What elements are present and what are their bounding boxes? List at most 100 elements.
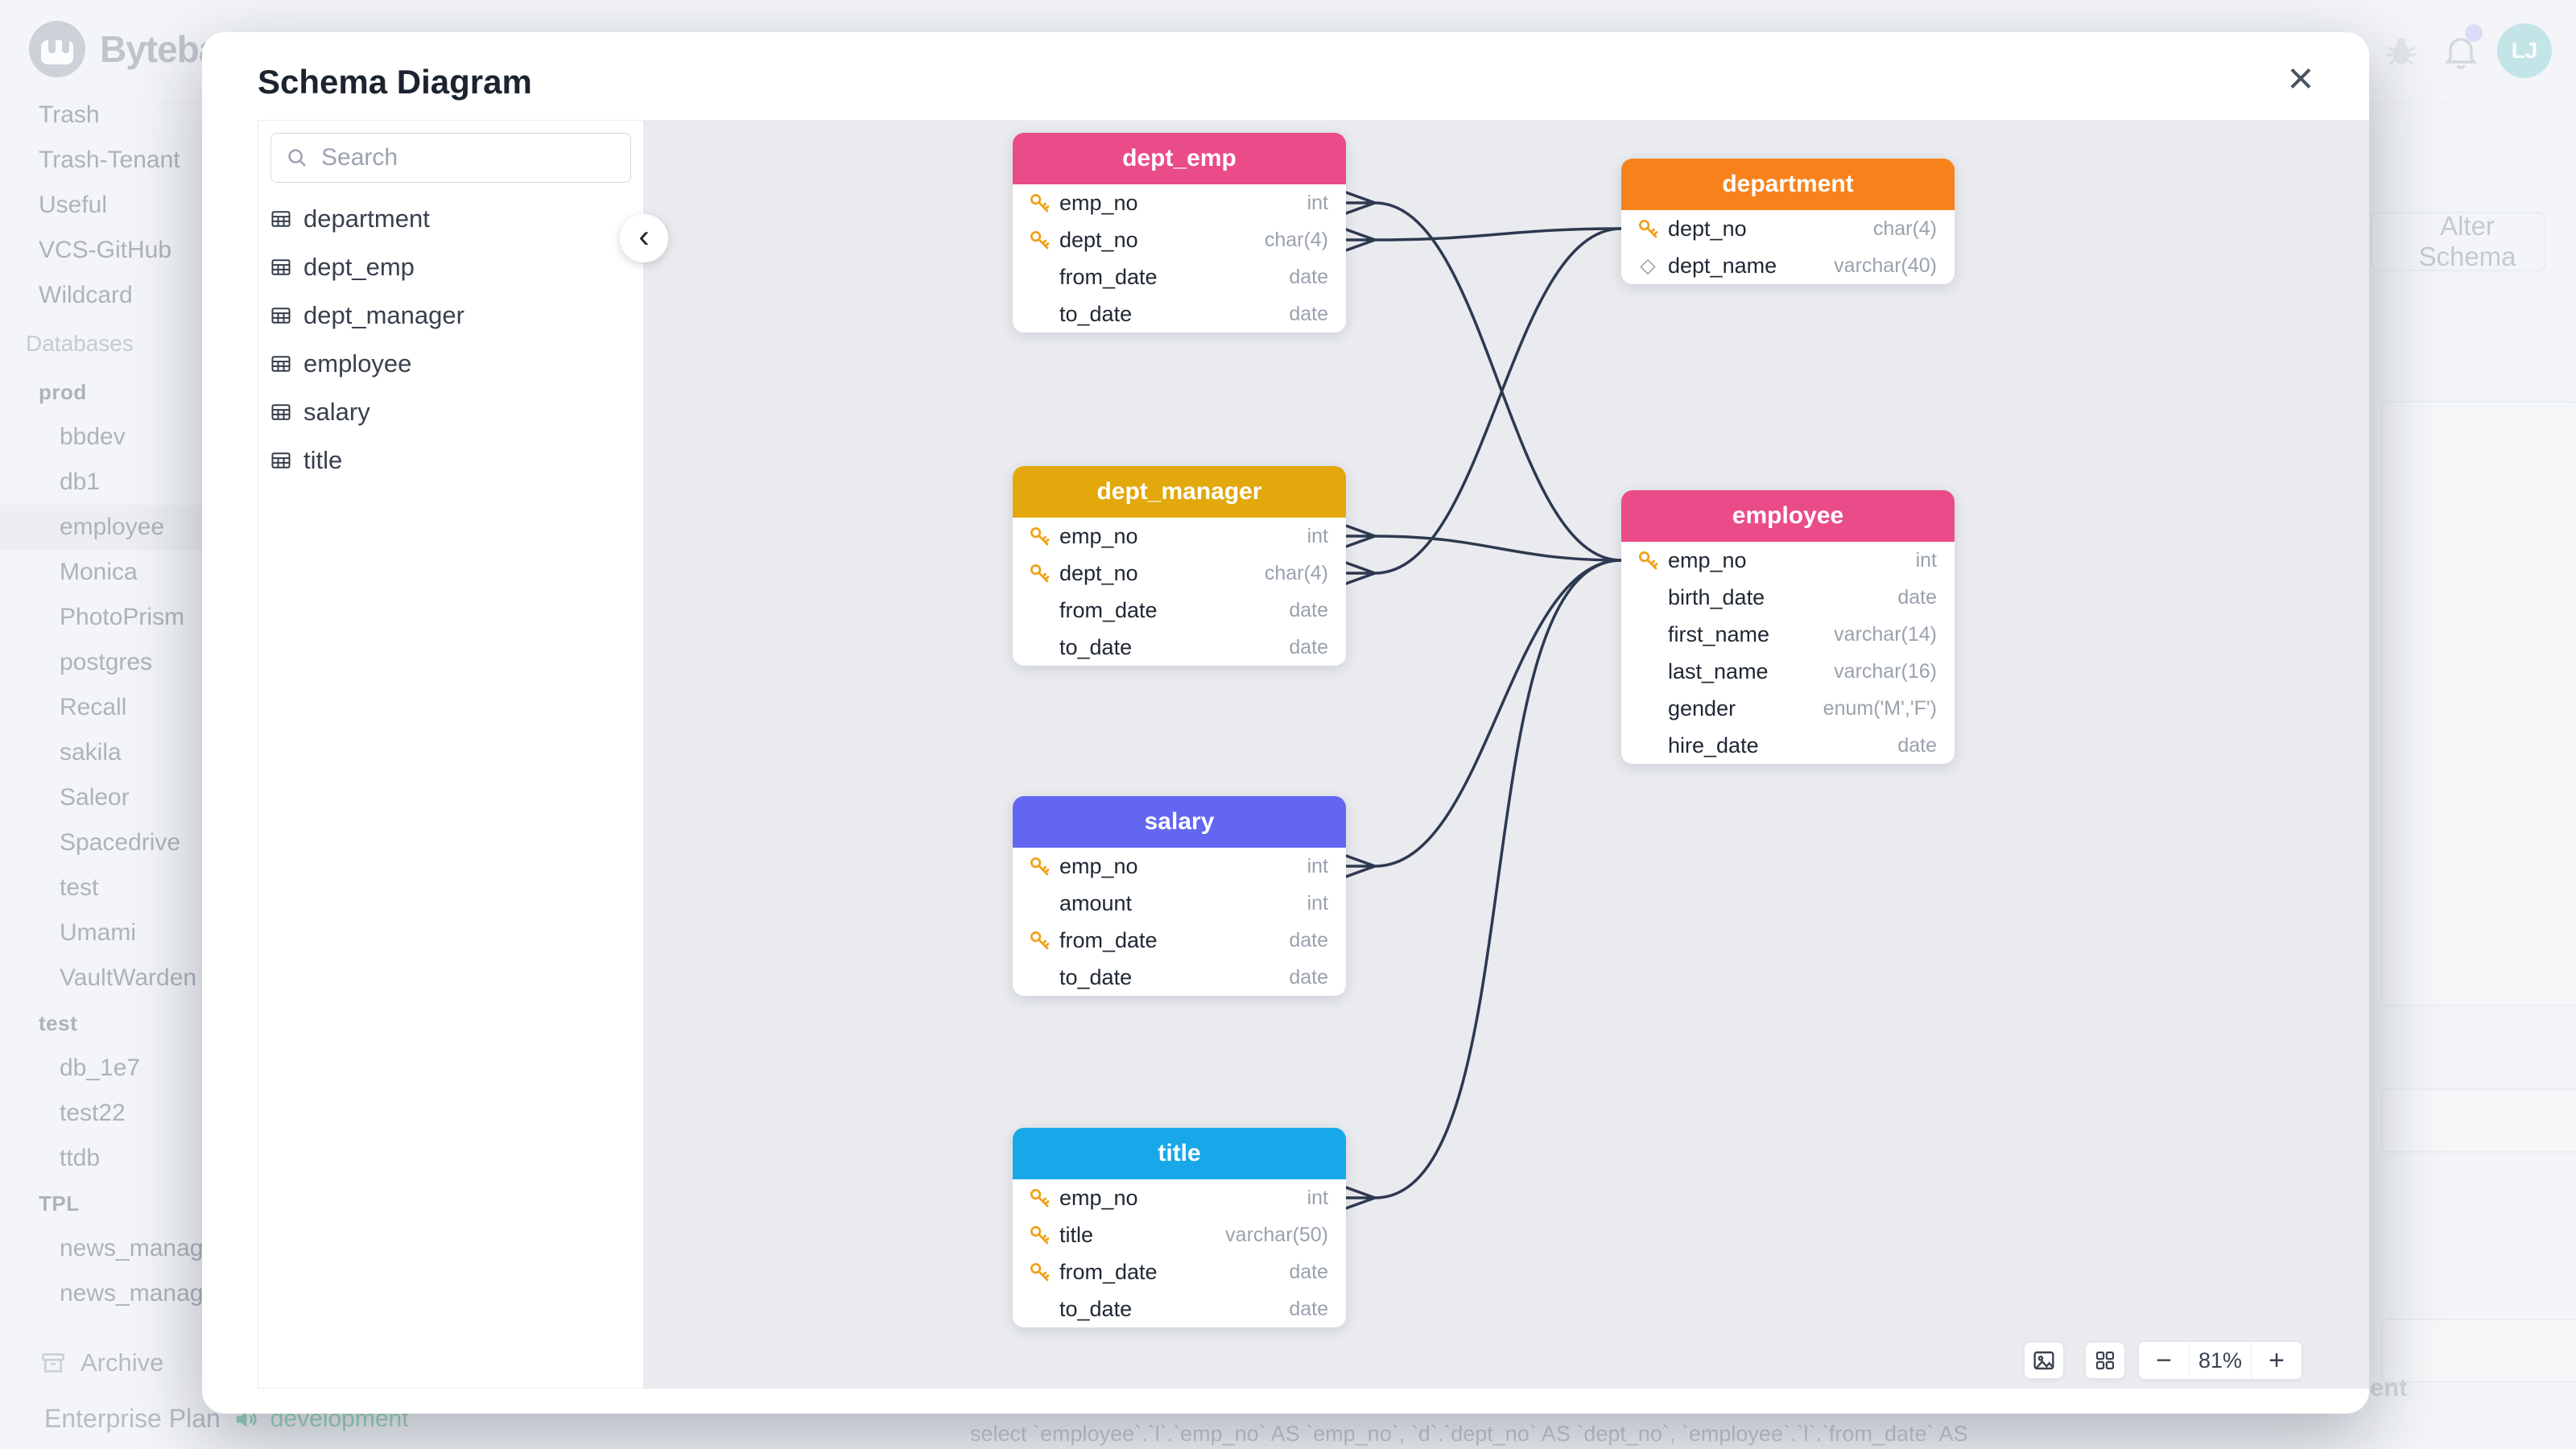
table-icon bbox=[271, 452, 291, 469]
notification-dot bbox=[2465, 24, 2483, 42]
key-icon bbox=[1030, 527, 1050, 546]
background-panel bbox=[2381, 401, 2576, 1006]
schema-table-list-item-department[interactable]: department bbox=[258, 195, 643, 243]
archive-icon bbox=[41, 1353, 65, 1373]
modal-title: Schema Diagram bbox=[258, 63, 532, 101]
field-type: varchar(16) bbox=[1834, 659, 1937, 683]
table-name-label: employee bbox=[303, 349, 412, 378]
field-type: int bbox=[1307, 524, 1328, 547]
field-name: from_date bbox=[1059, 927, 1158, 952]
diagram-field-row: first_name varchar(14) bbox=[1621, 616, 1955, 653]
field-name: last_name bbox=[1668, 658, 1769, 683]
table-icon bbox=[271, 308, 291, 324]
field-type: date bbox=[1897, 733, 1937, 757]
table-list-panel: department dept_emp dept_manager employee sa… bbox=[258, 120, 644, 1389]
diagram-table-header: employee bbox=[1621, 490, 1955, 542]
schema-table-list-item-title[interactable]: title bbox=[258, 436, 643, 485]
fit-view-button[interactable] bbox=[2085, 1342, 2125, 1379]
background-text-fragment: ent bbox=[2370, 1373, 2408, 1402]
field-type: date bbox=[1289, 635, 1328, 658]
field-type: char(4) bbox=[1264, 561, 1328, 584]
key-icon bbox=[1030, 1226, 1050, 1245]
field-name: amount bbox=[1059, 890, 1133, 915]
field-name: dept_name bbox=[1668, 253, 1777, 278]
field-name: emp_no bbox=[1059, 523, 1138, 548]
schema-table-list-item-employee[interactable]: employee bbox=[258, 340, 643, 388]
key-icon bbox=[1634, 548, 1662, 572]
field-type: date bbox=[1289, 302, 1328, 325]
alter-schema-button[interactable]: Alter Schema bbox=[2371, 211, 2546, 271]
field-name: title bbox=[1059, 1222, 1094, 1247]
zoom-out-button[interactable]: − bbox=[2139, 1342, 2189, 1379]
field-name: to_date bbox=[1059, 1296, 1133, 1321]
field-type: int bbox=[1915, 548, 1937, 572]
schema-table-list-item-dept_manager[interactable]: dept_manager bbox=[258, 291, 643, 340]
zoom-level: 81% bbox=[2189, 1342, 2252, 1379]
field-type: date bbox=[1289, 1297, 1328, 1320]
diagram-field-row: last_name varchar(16) bbox=[1621, 653, 1955, 690]
search-icon bbox=[288, 149, 306, 167]
diagram-table-header: dept_emp bbox=[1013, 133, 1346, 184]
diagram-field-row: to_date date bbox=[1013, 959, 1346, 996]
zoom-in-button[interactable]: + bbox=[2252, 1342, 2301, 1379]
schema-table-list-item-dept_emp[interactable]: dept_emp bbox=[258, 243, 643, 291]
schema-table-list: department dept_emp dept_manager employee sa… bbox=[258, 195, 643, 485]
field-type: varchar(14) bbox=[1834, 622, 1937, 646]
field-type: date bbox=[1289, 965, 1328, 989]
user-avatar[interactable]: LJ bbox=[2497, 23, 2552, 78]
key-icon bbox=[1030, 1263, 1050, 1282]
background-panel bbox=[2381, 1088, 2576, 1153]
key-icon bbox=[1026, 928, 1053, 952]
table-name-label: department bbox=[303, 204, 430, 233]
field-name: to_date bbox=[1059, 301, 1133, 326]
field-type: char(4) bbox=[1872, 217, 1937, 240]
bug-report-icon[interactable] bbox=[2381, 31, 2421, 76]
field-name: to_date bbox=[1059, 964, 1133, 989]
field-name: emp_no bbox=[1059, 853, 1138, 878]
field-name: hire_date bbox=[1668, 733, 1759, 758]
field-name: first_name bbox=[1668, 621, 1770, 646]
export-image-button[interactable] bbox=[2024, 1342, 2064, 1379]
field-type: date bbox=[1289, 1260, 1328, 1283]
field-name: from_date bbox=[1059, 597, 1158, 622]
table-name-label: dept_emp bbox=[303, 253, 415, 281]
field-type: char(4) bbox=[1264, 228, 1328, 251]
key-icon bbox=[1030, 231, 1050, 250]
collapse-panel-button[interactable]: ‹ bbox=[620, 214, 668, 262]
field-type: int bbox=[1307, 854, 1328, 877]
key-icon bbox=[1026, 1223, 1053, 1247]
diagram-field-row: to_date date bbox=[1013, 295, 1346, 332]
diagram-field-row: dept_no char(4) bbox=[1621, 210, 1955, 247]
sql-statement-text: select `employee`.`l`.`emp_no` AS `emp_n… bbox=[970, 1422, 1968, 1446]
field-type: int bbox=[1307, 1186, 1328, 1209]
relation-lines bbox=[1344, 191, 1623, 1210]
field-name: dept_no bbox=[1668, 216, 1747, 241]
search-input[interactable] bbox=[270, 133, 631, 183]
diagram-field-row: emp_no int bbox=[1013, 848, 1346, 885]
schema-table-list-item-salary[interactable]: salary bbox=[258, 388, 643, 436]
key-icon bbox=[1026, 561, 1053, 585]
key-icon bbox=[1026, 854, 1053, 878]
table-name-label: title bbox=[303, 446, 343, 474]
field-type: date bbox=[1289, 265, 1328, 288]
diamond-icon: ◇ bbox=[1640, 254, 1656, 277]
field-type: int bbox=[1307, 191, 1328, 214]
close-icon[interactable]: × bbox=[2275, 52, 2326, 103]
